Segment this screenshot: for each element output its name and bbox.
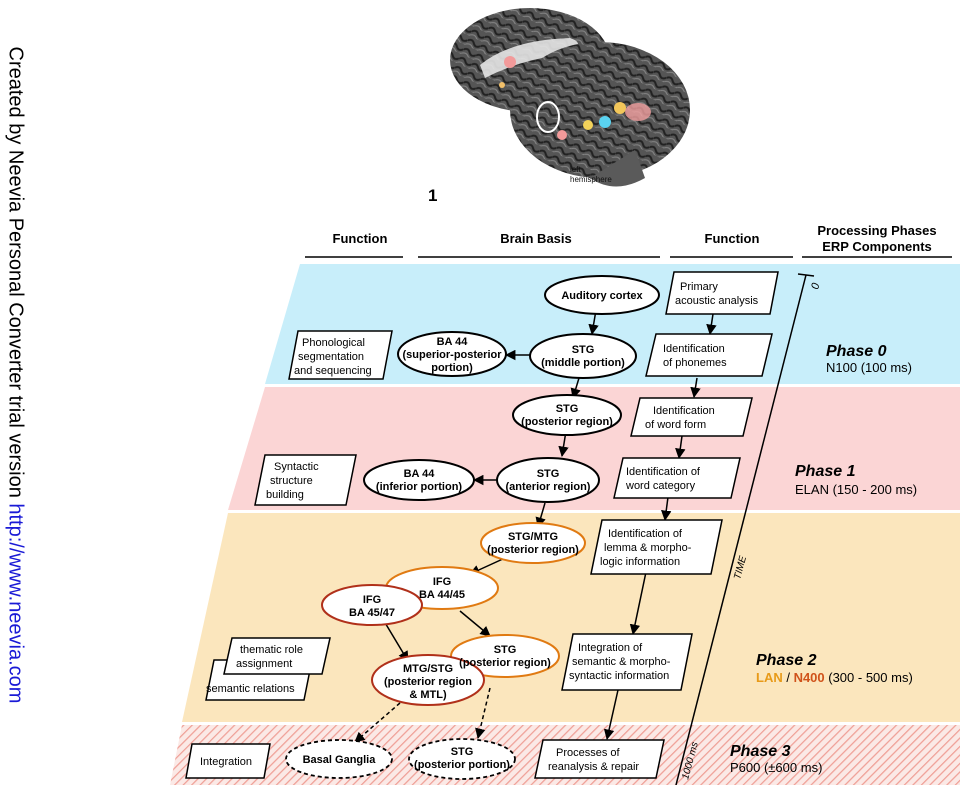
phase-2-lan: LAN (756, 670, 783, 685)
right-integration-line1: Integration of (578, 642, 643, 654)
right-phonemes-line2: of phonemes (663, 357, 727, 369)
brain-node-texts: Auditory cortex STG (middle portion) BA … (303, 290, 644, 771)
left-phono-line3: and sequencing (294, 365, 372, 377)
node-stg-posterior-line2: (posterior region) (521, 416, 613, 428)
node-stg-mtg-line2: (posterior region) (487, 544, 579, 556)
left-thematic-line1: thematic role (240, 644, 303, 656)
left-syntactic-line1: Syntactic (274, 461, 319, 473)
node-auditory-cortex: Auditory cortex (561, 290, 643, 302)
phase-1-name: Phase 1 (795, 463, 856, 480)
node-mtg-stg-line2: (posterior region (384, 676, 472, 688)
phase-2-separator: / (783, 670, 794, 685)
phase-2-component: LAN / N400 (300 - 500 ms) (756, 670, 913, 685)
node-ifg-4445-line1: IFG (433, 576, 451, 588)
right-reanalysis-line1: Processes of (556, 747, 621, 759)
dashed-arrows (354, 687, 491, 743)
node-stg-posterior2-line1: STG (494, 644, 517, 656)
phase-2-time: (300 - 500 ms) (825, 670, 913, 685)
node-mtg-stg-line1: MTG/STG (403, 663, 453, 675)
right-integration-line3: syntactic information (569, 670, 669, 682)
right-wordcat-line2: word category (625, 480, 696, 492)
node-mtg-stg-line3: & MTL) (409, 689, 447, 701)
node-ba44-inf-line2: (inferior portion) (376, 481, 462, 493)
right-primary-line1: Primary (680, 281, 718, 293)
header-function-left: Function (333, 231, 388, 246)
right-wordform-line2: of word form (645, 419, 706, 431)
node-ifg-4547-line1: IFG (363, 594, 381, 606)
node-ba44-sup-line1: BA 44 (437, 336, 469, 348)
left-function-boxes (185, 330, 393, 779)
left-integration: Integration (200, 756, 252, 768)
brain-node-shapes (321, 275, 660, 706)
left-phono-line2: segmentation (298, 351, 364, 363)
node-stg-mtg-line1: STG/MTG (508, 531, 558, 543)
right-function-texts: Primary acoustic analysis Identification… (548, 281, 759, 773)
node-stg-posterior-portion-line1: STG (451, 746, 474, 758)
header-phases-line1: Processing Phases (817, 223, 936, 238)
right-wordcat-line1: Identification of (626, 466, 701, 478)
left-syntactic-line3: building (266, 489, 304, 501)
node-ba44-sup-line2: (superior-posterior (402, 349, 502, 361)
node-ifg-4445-line2: BA 44/45 (419, 589, 465, 601)
header-function-right: Function (705, 231, 760, 246)
node-stg-anterior-line1: STG (537, 468, 560, 480)
left-phono-line1: Phonological (302, 337, 365, 349)
brain-illustration: left hemisphere (450, 8, 690, 187)
left-semantic-relations: semantic relations (206, 683, 295, 695)
right-lemma-line2: lemma & morpho- (604, 542, 692, 554)
right-function-boxes (534, 271, 779, 779)
phase-2-name: Phase 2 (756, 652, 817, 669)
phase-3-name: Phase 3 (730, 743, 791, 760)
right-primary-line2: acoustic analysis (675, 295, 759, 307)
node-stg-posterior2-line2: (posterior region) (459, 657, 551, 669)
node-stg-anterior-line2: (anterior region) (506, 481, 591, 493)
left-function-texts: Phonological segmentation and sequencing… (200, 337, 372, 768)
left-thematic-line2: assignment (236, 658, 292, 670)
right-wordform-line1: Identification (653, 405, 715, 417)
node-ba44-sup-line3: portion) (431, 362, 473, 374)
right-integration-line2: semantic & morpho- (572, 656, 671, 668)
phase-1-component: ELAN (150 - 200 ms) (795, 482, 917, 497)
brain-label-hemisphere: hemisphere (570, 175, 612, 184)
right-phonemes-line1: Identification (663, 343, 725, 355)
node-stg-posterior-line1: STG (556, 403, 579, 415)
left-syntactic-line2: structure (270, 475, 313, 487)
node-basal-ganglia: Basal Ganglia (303, 754, 377, 766)
node-ifg-4547-line2: BA 45/47 (349, 607, 395, 619)
node-stg-posterior-portion-line2: (posterior portion) (414, 759, 510, 771)
phase-3-component: P600 (±600 ms) (730, 760, 822, 775)
node-stg-middle-line1: STG (572, 344, 595, 356)
figure-number: 1 (428, 186, 438, 205)
right-reanalysis-line2: reanalysis & repair (548, 761, 639, 773)
node-stg-middle-line2: (middle portion) (541, 357, 625, 369)
dashed-brain-nodes (285, 738, 516, 780)
time-axis (675, 274, 807, 785)
header-phases-line2: ERP Components (822, 239, 932, 254)
phase-0-component: N100 (100 ms) (826, 360, 912, 375)
time-axis-start: 0 (809, 281, 822, 291)
brain-label-left: left (570, 165, 581, 174)
node-ba44-inf-line1: BA 44 (404, 468, 436, 480)
right-lemma-line1: Identification of (608, 528, 683, 540)
header-brain-basis: Brain Basis (500, 231, 572, 246)
phase-2-n400: N400 (794, 670, 825, 685)
phase-0-name: Phase 0 (826, 343, 887, 360)
right-lemma-line3: logic information (600, 556, 680, 568)
